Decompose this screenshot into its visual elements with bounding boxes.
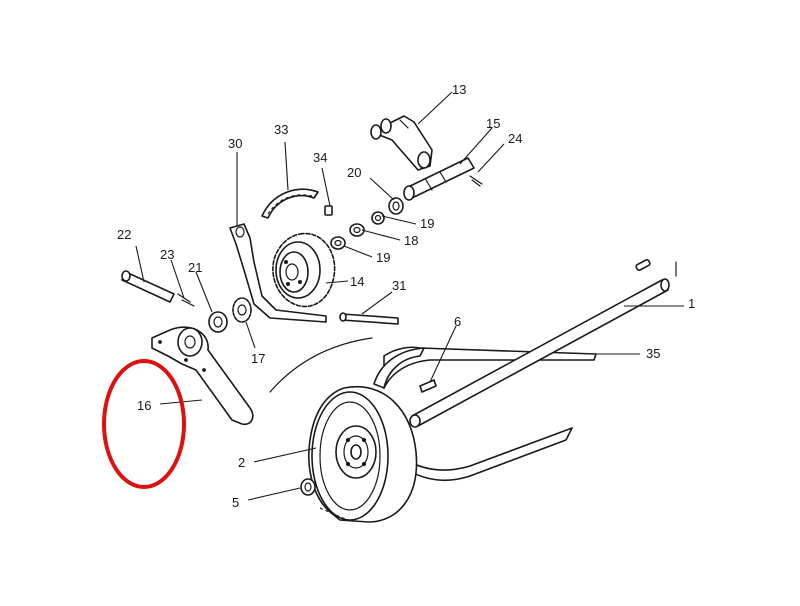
callout-17: 17	[251, 351, 265, 366]
part-19-bushing-upper	[371, 211, 385, 225]
callout-14: 14	[350, 274, 364, 289]
part-14-sprocket	[272, 232, 336, 308]
callout-20: 20	[347, 165, 361, 180]
part-5-washer	[300, 478, 316, 496]
part-31-pin	[339, 312, 399, 325]
highlight-circle	[102, 359, 186, 489]
callout-16: 16	[137, 398, 151, 413]
callout-15: 15	[486, 116, 500, 131]
callout-23: 23	[160, 247, 174, 262]
part-23-clip	[177, 293, 195, 307]
part-17-gear	[232, 297, 252, 323]
part-2-roller	[308, 385, 418, 523]
part-34-pin	[324, 205, 333, 216]
part-1-shaft	[409, 258, 677, 428]
callout-30: 30	[228, 136, 242, 151]
callout-33: 33	[274, 122, 288, 137]
callout-34: 34	[313, 150, 327, 165]
callout-19-lower: 19	[376, 250, 390, 265]
part-19-bushing-lower	[330, 236, 346, 250]
callout-1: 1	[688, 296, 695, 311]
part-16-side-plate	[151, 326, 254, 426]
callout-22: 22	[117, 227, 131, 242]
callout-13: 13	[452, 82, 466, 97]
part-33-chain-guard	[261, 188, 319, 219]
callout-5: 5	[232, 495, 239, 510]
callout-31: 31	[392, 278, 406, 293]
part-21-washer	[208, 311, 228, 333]
part-30-arm	[229, 223, 327, 323]
part-18-bushing	[349, 223, 365, 237]
part-22-bolt	[121, 270, 175, 303]
part-13-yoke	[370, 115, 433, 171]
callout-21: 21	[188, 260, 202, 275]
callout-6: 6	[454, 314, 461, 329]
callout-18: 18	[404, 233, 418, 248]
callout-2: 2	[238, 455, 245, 470]
callout-19-upper: 19	[420, 216, 434, 231]
part-20-ring	[388, 197, 404, 215]
callout-24: 24	[508, 131, 522, 146]
part-6-key	[419, 379, 437, 393]
callout-labels: 13 15 24 20 19 18 19 33 34 30 14 31 22 2…	[117, 82, 695, 510]
leader-lines	[135, 91, 684, 501]
frame-curve	[269, 337, 373, 393]
part-15-shaft	[403, 157, 475, 201]
callout-35: 35	[646, 346, 660, 361]
part-24-cotter-pin	[469, 175, 483, 187]
